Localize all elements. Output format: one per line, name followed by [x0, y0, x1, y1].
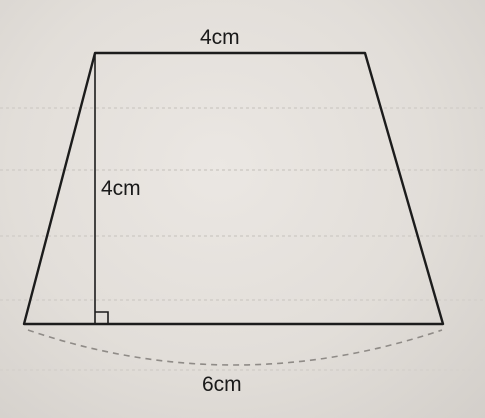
- right-angle-marker: [95, 311, 109, 324]
- paper-ruling: [0, 107, 485, 371]
- trapezium-outline: [22, 51, 445, 326]
- base-brace: [27, 329, 443, 366]
- height-label: 4cm: [101, 177, 141, 200]
- base-side-label: 6cm: [202, 373, 242, 396]
- top-side-label: 4cm: [200, 26, 240, 49]
